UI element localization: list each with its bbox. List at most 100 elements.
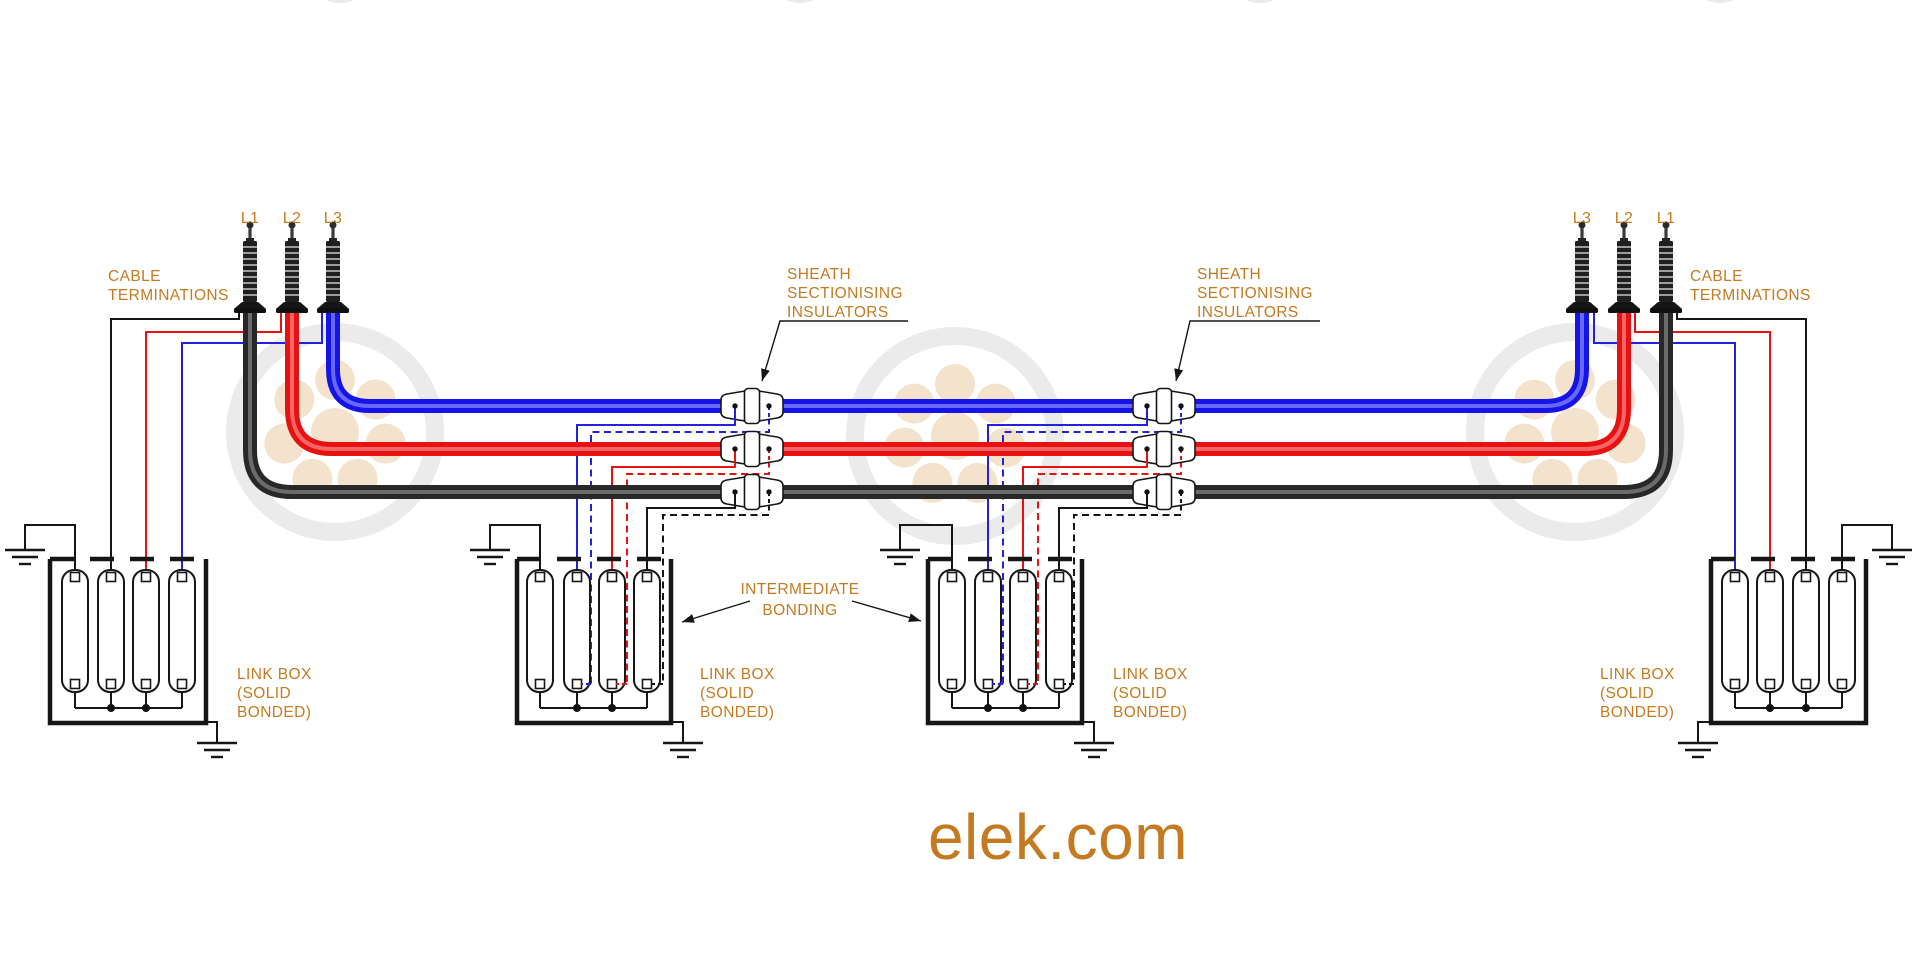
bonding-link: [598, 569, 626, 693]
earth-ground-symbol: [663, 741, 703, 759]
termination-stem: [331, 228, 335, 240]
leader-line-layer: [681, 320, 1320, 623]
bonding-wire-l2: [145, 311, 282, 574]
watermark-edge-fragment: [786, 0, 814, 3]
bond-point: [732, 489, 738, 495]
caption-line: INSULATORS: [1197, 304, 1299, 321]
termination-skirt: [318, 302, 348, 308]
link-terminal-top: [534, 571, 546, 583]
caption-line: BONDED): [1113, 704, 1187, 721]
bonding-link: [1828, 569, 1856, 693]
link-terminal-top: [1053, 571, 1065, 583]
caption-line: LINK BOX: [700, 666, 775, 683]
bond-point: [1178, 446, 1184, 452]
caption-line: BONDING: [762, 602, 837, 619]
termination-collar: [1620, 238, 1628, 243]
phase-label-right-2: L2: [1615, 210, 1634, 227]
insulator-cylinder: [1155, 387, 1173, 425]
link-terminal-bottom: [1836, 678, 1848, 690]
bonding-wire-l1: [110, 311, 240, 574]
power-cable-sheen-l3: [331, 310, 1584, 408]
bonding-link: [974, 569, 1002, 693]
power-cable-layer: [243, 310, 1673, 499]
link-terminal-top: [105, 571, 117, 583]
link-terminal-bottom: [946, 678, 958, 690]
link-terminal-bottom: [140, 678, 152, 690]
bonding-wire-dashed-l3: [992, 406, 1182, 685]
watermark-strand: [935, 364, 975, 404]
sheath-sectionising-insulator: [1132, 473, 1196, 511]
termination-collar: [1662, 238, 1670, 243]
leader-arrowhead: [682, 614, 695, 623]
link-terminal-bottom: [105, 678, 117, 690]
bus-junction: [1766, 704, 1774, 712]
leader-arrowhead: [1174, 368, 1184, 381]
link-terminal-top: [1800, 571, 1812, 583]
bonding-wire-dashed-l3: [581, 406, 770, 685]
bonding-link: [168, 569, 196, 693]
termination-layer: [234, 221, 1682, 313]
caption-line: INSULATORS: [787, 304, 889, 321]
caption-line: CABLE: [1690, 268, 1743, 285]
link-box-wall: [925, 559, 1085, 726]
bus-junction: [608, 704, 616, 712]
link-box-label-2: LINK BOX (SOLID BONDED): [700, 666, 775, 721]
bonding-link: [61, 569, 89, 693]
bonding-wire-l2: [1634, 311, 1771, 574]
termination-collar: [288, 238, 296, 243]
caption-line: (SOLID: [700, 685, 754, 702]
link-terminal-bottom: [1729, 678, 1741, 690]
caption-line: INTERMEDIATE: [740, 581, 859, 598]
termination-base: [317, 308, 349, 313]
watermark-ring: [846, 327, 1064, 545]
termination-tip: [329, 221, 337, 229]
bond-point: [732, 403, 738, 409]
bond-point: [1178, 403, 1184, 409]
watermark-edge-fragment: [1706, 0, 1734, 3]
link-terminal-bottom: [571, 678, 583, 690]
phase-label-left-2: L2: [283, 210, 302, 227]
caption-line: TERMINATIONS: [108, 287, 229, 304]
phase-label-left-1: L1: [241, 210, 260, 227]
link-box: [925, 556, 1085, 726]
link-terminal-top: [982, 571, 994, 583]
link-box: [514, 556, 674, 726]
bonding-wire-gnd: [671, 721, 684, 743]
termination-tip: [246, 221, 254, 229]
sheath-sectionising-insulator: [1132, 430, 1196, 468]
earth-ground-symbol: [880, 548, 920, 566]
earth-symbol-layer: [5, 548, 1912, 759]
link-terminal-bottom: [69, 678, 81, 690]
insulator-cylinder: [743, 473, 761, 511]
link-terminal-bottom: [982, 678, 994, 690]
termination-base: [234, 308, 266, 313]
link-box-wall: [47, 559, 209, 726]
link-terminal-bottom: [641, 678, 653, 690]
termination-base: [1566, 308, 1598, 313]
leader-arrowhead: [761, 368, 770, 381]
earth-ground-symbol: [5, 548, 45, 566]
link-terminal-top: [1017, 571, 1029, 583]
termination-tip: [1620, 221, 1628, 229]
insulator-cylinder: [743, 430, 761, 468]
termination-skirt: [1567, 302, 1597, 308]
bonding-wire-gnd: [1697, 721, 1711, 743]
termination-stem: [290, 228, 294, 240]
termination-stem: [1580, 228, 1584, 240]
link-terminal-bottom: [1764, 678, 1776, 690]
termination-base: [1608, 308, 1640, 313]
bond-point: [1144, 489, 1150, 495]
bonding-wire-gnd: [489, 524, 541, 574]
link-box: [47, 556, 209, 726]
bonding-wire-gnd: [899, 524, 953, 574]
cable-termination: [1608, 221, 1640, 313]
caption-line: BONDED): [1600, 704, 1674, 721]
bond-point: [1178, 489, 1184, 495]
caption-line: SHEATH: [787, 266, 851, 283]
link-terminal-top: [641, 571, 653, 583]
insulator-cylinder: [743, 387, 761, 425]
caption-line: (SOLID: [1113, 685, 1167, 702]
termination-stem: [1622, 228, 1626, 240]
caption-line: (SOLID: [237, 685, 291, 702]
link-terminal-top: [1836, 571, 1848, 583]
